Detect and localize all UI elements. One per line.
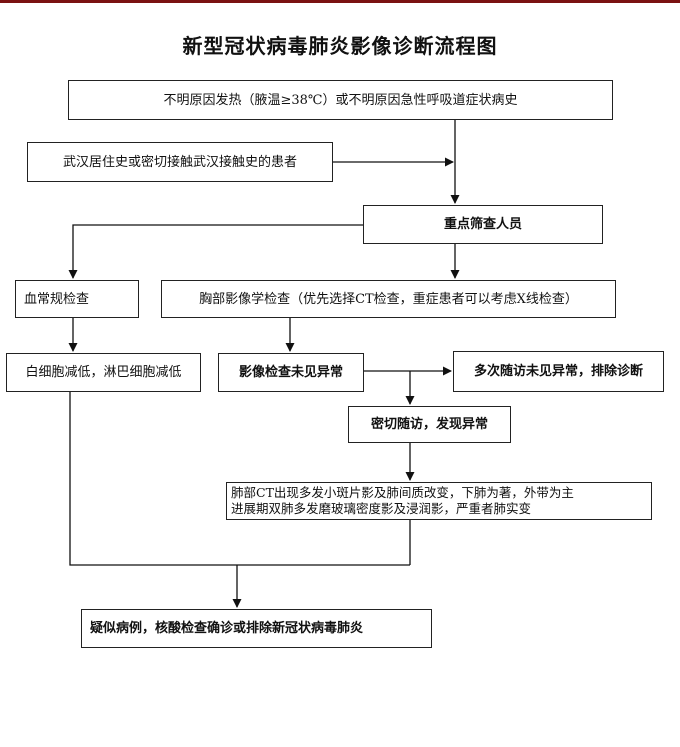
- node-suspected-case-label: 疑似病例，核酸检查确诊或排除新冠状病毒肺炎: [90, 621, 364, 636]
- node-fever-history: 不明原因发热（腋温≥38℃）或不明原因急性呼吸道症状病史: [68, 80, 613, 120]
- node-ct-findings: 肺部CT出现多发小斑片影及肺间质改变，下肺为著，外带为主 进展期双肺多发磨玻璃密…: [226, 482, 652, 520]
- node-followup-abnormal-label: 密切随访，发现异常: [370, 417, 488, 432]
- node-ct-findings-line1: 肺部CT出现多发小斑片影及肺间质改变，下肺为著，外带为主: [231, 485, 574, 500]
- node-ct-findings-line2: 进展期双肺多发磨玻璃密度影及浸润影，严重者肺实变: [231, 501, 532, 516]
- top-accent-bar: [0, 0, 680, 3]
- node-key-screening-label: 重点筛查人员: [443, 217, 522, 232]
- node-imaging-normal-label: 影像检查未见异常: [238, 365, 343, 380]
- node-wuhan-contact: 武汉居住史或密切接触武汉接触史的患者: [27, 142, 333, 182]
- page-title: 新型冠状病毒肺炎影像诊断流程图: [182, 34, 498, 58]
- node-key-screening: 重点筛查人员: [363, 205, 603, 244]
- node-wuhan-contact-label: 武汉居住史或密切接触武汉接触史的患者: [62, 154, 297, 170]
- node-chest-imaging-label: 胸部影像学检查（优先选择CT检查，重症患者可以考虑X线检查）: [199, 291, 578, 307]
- node-imaging-normal: 影像检查未见异常: [218, 353, 364, 392]
- connector-lowcells-to-merge: [69, 392, 410, 566]
- node-exclude-diagnosis: 多次随访未见异常，排除诊断: [453, 351, 664, 392]
- connector-screening-to-blood: [68, 224, 363, 279]
- node-fever-history-label: 不明原因发热（腋温≥38℃）或不明原因急性呼吸道症状病史: [163, 92, 518, 108]
- node-exclude-diagnosis-label: 多次随访未见异常，排除诊断: [473, 364, 643, 379]
- node-low-cells-label: 白细胞减低，淋巴细胞减低: [25, 365, 182, 380]
- node-followup-abnormal: 密切随访，发现异常: [348, 406, 511, 443]
- node-blood-routine: 血常规检查: [15, 280, 139, 318]
- node-low-cells: 白细胞减低，淋巴细胞减低: [6, 353, 201, 392]
- node-suspected-case: 疑似病例，核酸检查确诊或排除新冠状病毒肺炎: [81, 609, 432, 648]
- node-chest-imaging: 胸部影像学检查（优先选择CT检查，重症患者可以考虑X线检查）: [161, 280, 616, 318]
- node-blood-routine-label: 血常规检查: [24, 291, 90, 307]
